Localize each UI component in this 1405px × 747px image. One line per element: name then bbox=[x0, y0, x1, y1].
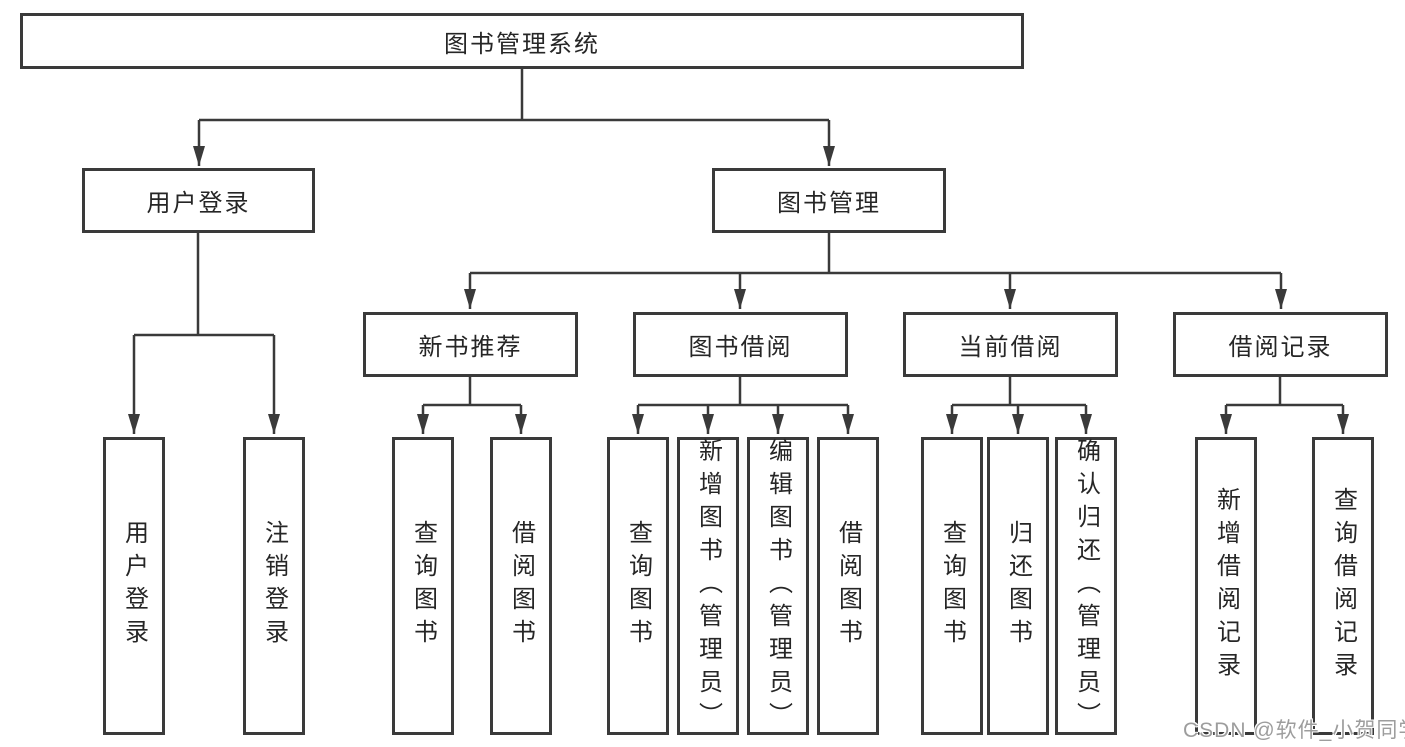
leaf-return-book: 归还图书 bbox=[987, 437, 1049, 735]
node-book-borrow: 图书借阅 bbox=[633, 312, 848, 377]
leaf-query-book-borrow: 查询图书 bbox=[607, 437, 669, 735]
csdn-watermark: CSDN @软件_小贺同学 bbox=[1183, 719, 1405, 742]
leaf-add-borrow-record: 新增借阅记录 bbox=[1195, 437, 1257, 735]
leaf-borrow-book-recommend: 借阅图书 bbox=[490, 437, 552, 735]
leaf-add-book-admin: 新增图书（管理员） bbox=[677, 437, 739, 735]
node-library-management-system: 图书管理系统 bbox=[20, 13, 1024, 69]
leaf-edit-book-admin: 编辑图书（管理员） bbox=[747, 437, 809, 735]
leaf-query-book-recommend: 查询图书 bbox=[392, 437, 454, 735]
leaf-query-book-current: 查询图书 bbox=[921, 437, 983, 735]
node-borrow-records: 借阅记录 bbox=[1173, 312, 1388, 377]
node-new-book-recommend: 新书推荐 bbox=[363, 312, 578, 377]
leaf-user-login: 用户登录 bbox=[103, 437, 165, 735]
leaf-borrow-book: 借阅图书 bbox=[817, 437, 879, 735]
node-user-login: 用户登录 bbox=[82, 168, 315, 233]
leaf-logout: 注销登录 bbox=[243, 437, 305, 735]
node-book-management: 图书管理 bbox=[712, 168, 946, 233]
leaf-confirm-return-admin: 确认归还（管理员） bbox=[1055, 437, 1117, 735]
leaf-query-borrow-record: 查询借阅记录 bbox=[1312, 437, 1374, 735]
node-current-borrow: 当前借阅 bbox=[903, 312, 1118, 377]
